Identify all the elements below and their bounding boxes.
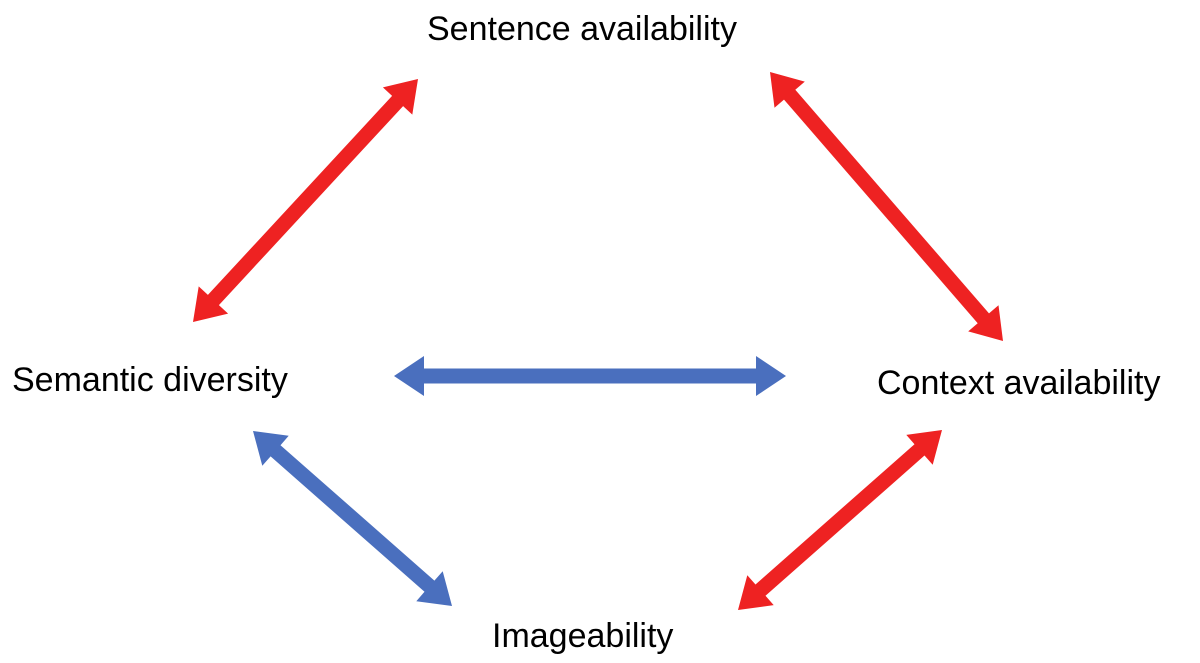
node-context-availability: Context availability — [877, 364, 1161, 402]
arrow-sentence-availability-to-context-availability — [770, 72, 1003, 341]
node-sentence-availability: Sentence availability — [427, 10, 737, 48]
arrow-semantic-diversity-to-imageability — [253, 431, 452, 606]
arrow-semantic-diversity-to-sentence-availability — [193, 79, 418, 322]
arrow-imageability-to-context-availability — [738, 430, 942, 610]
node-imageability: Imageability — [492, 617, 674, 655]
node-semantic-diversity: Semantic diversity — [12, 361, 288, 399]
arrow-semantic-diversity-to-context-availability — [394, 356, 786, 396]
